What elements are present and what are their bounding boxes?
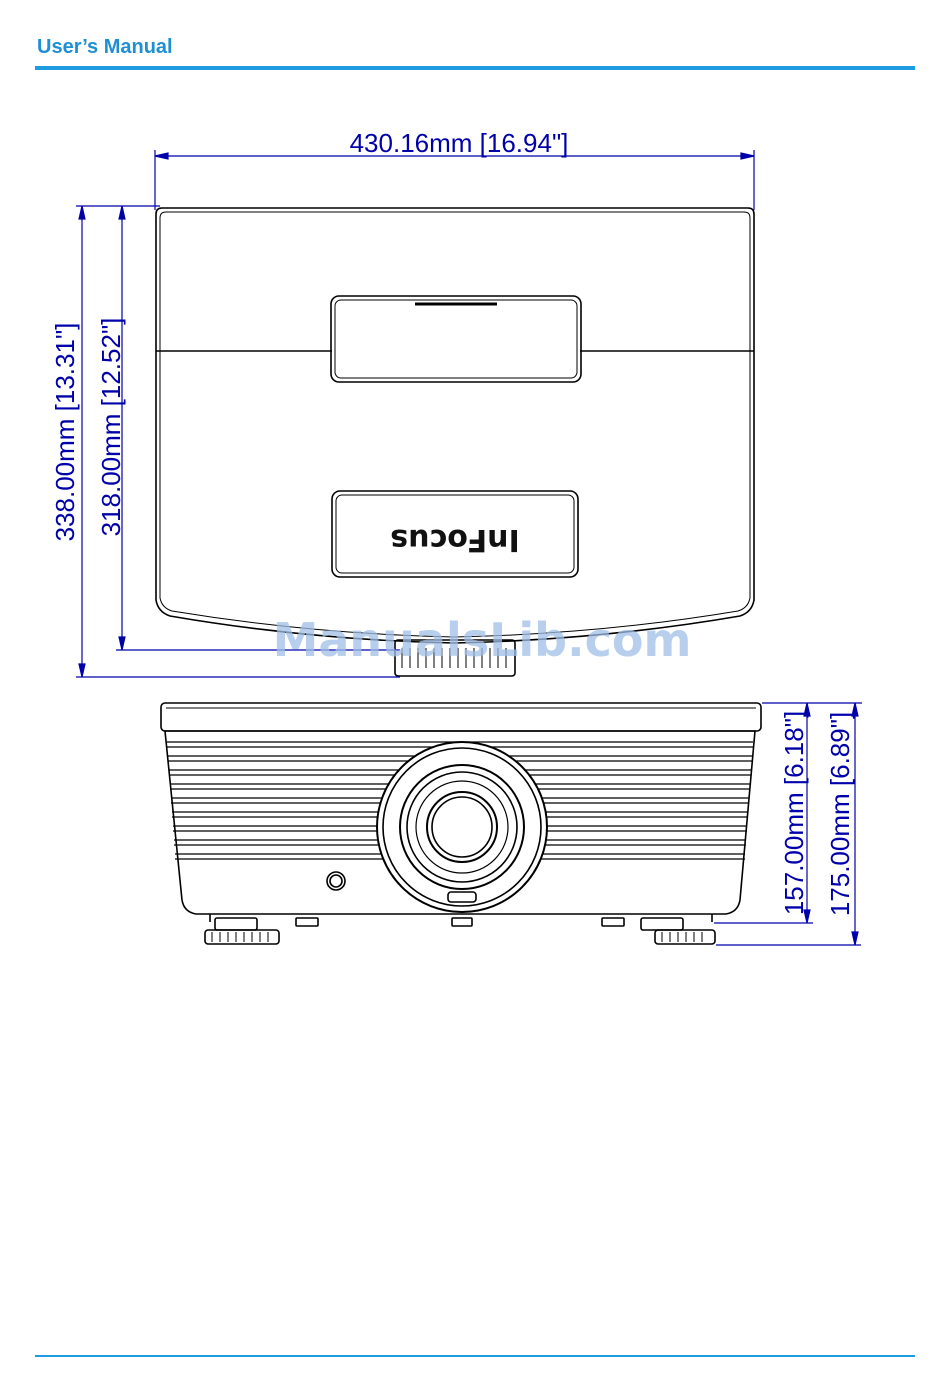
dimension-depth-total-label: 338.00mm [13.31"]	[50, 323, 80, 542]
dimension-height-total-label: 175.00mm [6.89"]	[825, 712, 855, 916]
infocus-logo: InFocus	[390, 522, 519, 557]
dimension-width-label: 430.16mm [16.94"]	[350, 128, 569, 158]
top-view	[156, 208, 754, 676]
front-view	[161, 703, 761, 944]
top-view-dimension-lines	[76, 150, 754, 677]
watermark: ManualsLib.com	[273, 613, 692, 667]
footer-rule	[35, 1355, 915, 1357]
dimension-height-body-label: 157.00mm [6.18"]	[779, 711, 809, 915]
dimension-depth-body-label: 318.00mm [12.52"]	[96, 318, 126, 537]
